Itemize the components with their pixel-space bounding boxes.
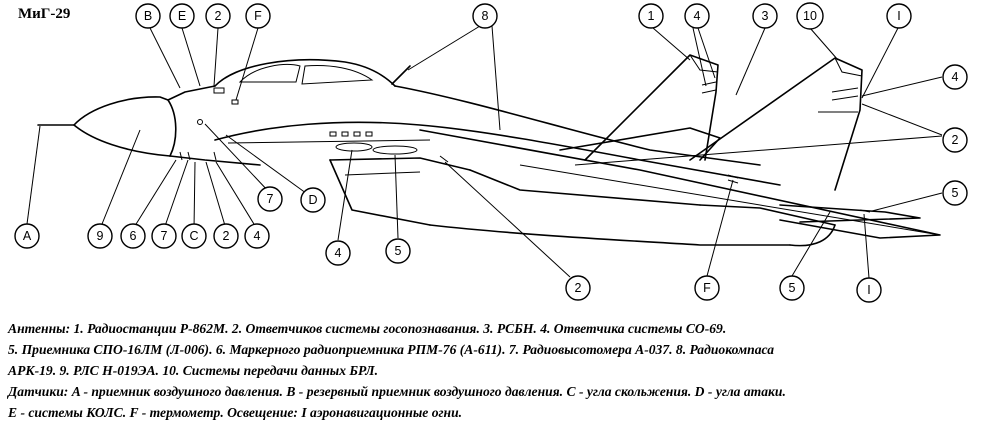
callout-i-bottom: I xyxy=(856,277,882,303)
svg-text:2: 2 xyxy=(215,9,222,23)
svg-text:I: I xyxy=(867,283,870,297)
svg-text:5: 5 xyxy=(952,186,959,200)
svg-text:2: 2 xyxy=(575,281,582,295)
callout-9: 9 xyxy=(87,223,113,249)
callout-2-fuselage: 2 xyxy=(565,275,591,301)
svg-text:10: 10 xyxy=(803,9,817,23)
aircraft-drawing xyxy=(37,54,941,247)
svg-text:C: C xyxy=(189,229,198,243)
caption-line-2: 5. Приемника СПО-16ЛМ (Л-006). 6. Маркер… xyxy=(8,342,775,357)
callout-7-upper: 7 xyxy=(257,186,283,212)
svg-text:3: 3 xyxy=(762,9,769,23)
svg-text:2: 2 xyxy=(952,133,959,147)
leader-lines xyxy=(26,25,943,279)
svg-text:4: 4 xyxy=(254,229,261,243)
svg-text:A: A xyxy=(23,229,32,243)
callout-7-lower: 7 xyxy=(151,223,177,249)
callout-i-top: I xyxy=(886,3,912,29)
callout-e: E xyxy=(169,3,195,29)
caption-line-1: Антенны: 1. Радиостанции Р-862М. 2. Отве… xyxy=(8,321,727,336)
callout-1: 1 xyxy=(638,3,664,29)
svg-text:I: I xyxy=(897,9,900,23)
svg-text:E: E xyxy=(178,9,186,23)
callout-8: 8 xyxy=(472,3,498,29)
callout-4-top: 4 xyxy=(684,3,710,29)
svg-text:6: 6 xyxy=(130,229,137,243)
svg-text:B: B xyxy=(144,9,152,23)
callout-4-lower-nose: 4 xyxy=(244,223,270,249)
callout-f-top: F xyxy=(245,3,271,29)
svg-text:7: 7 xyxy=(161,229,168,243)
caption-line-3: АРК-19. 9. РЛС Н-019ЭА. 10. Системы пере… xyxy=(8,363,379,378)
callout-6: 6 xyxy=(120,223,146,249)
callout-2-right: 2 xyxy=(942,127,968,153)
callout-2-lower-nose: 2 xyxy=(213,223,239,249)
svg-text:5: 5 xyxy=(395,244,402,258)
callout-5-right: 5 xyxy=(942,180,968,206)
svg-text:8: 8 xyxy=(482,9,489,23)
callout-4-right: 4 xyxy=(942,64,968,90)
callout-4-mid: 4 xyxy=(325,240,351,266)
callouts: A 9 6 7 C 2 4 7 D B E 2 F 8 4 5 2 1 4 3 … xyxy=(14,2,968,303)
svg-text:7: 7 xyxy=(267,192,274,206)
callout-d: D xyxy=(300,187,326,213)
svg-text:4: 4 xyxy=(694,9,701,23)
callout-10: 10 xyxy=(796,2,824,30)
callout-2-top-left: 2 xyxy=(205,3,231,29)
callout-5-bottom: 5 xyxy=(779,275,805,301)
svg-text:D: D xyxy=(308,193,317,207)
svg-text:F: F xyxy=(254,9,262,23)
callout-a: A xyxy=(14,223,40,249)
callout-5-mid: 5 xyxy=(385,238,411,264)
aircraft-diagram: A 9 6 7 C 2 4 7 D B E 2 F 8 4 5 2 1 4 3 … xyxy=(14,2,968,303)
svg-text:2: 2 xyxy=(223,229,230,243)
callout-c: C xyxy=(181,223,207,249)
caption-line-5: E - системы КОЛС. F - термометр. Освещен… xyxy=(8,405,463,420)
svg-text:9: 9 xyxy=(97,229,104,243)
svg-text:5: 5 xyxy=(789,281,796,295)
callout-f-bottom: F xyxy=(694,275,720,301)
legend-caption: Антенны: 1. Радиостанции Р-862М. 2. Отве… xyxy=(8,318,993,423)
svg-text:1: 1 xyxy=(648,9,655,23)
svg-text:F: F xyxy=(703,281,711,295)
callout-3: 3 xyxy=(752,3,778,29)
aircraft-title: МиГ-29 xyxy=(18,6,71,22)
caption-line-4: Датчики: A - приемник воздушного давлени… xyxy=(8,384,786,399)
callout-b: B xyxy=(135,3,161,29)
svg-text:4: 4 xyxy=(335,246,342,260)
svg-text:4: 4 xyxy=(952,70,959,84)
